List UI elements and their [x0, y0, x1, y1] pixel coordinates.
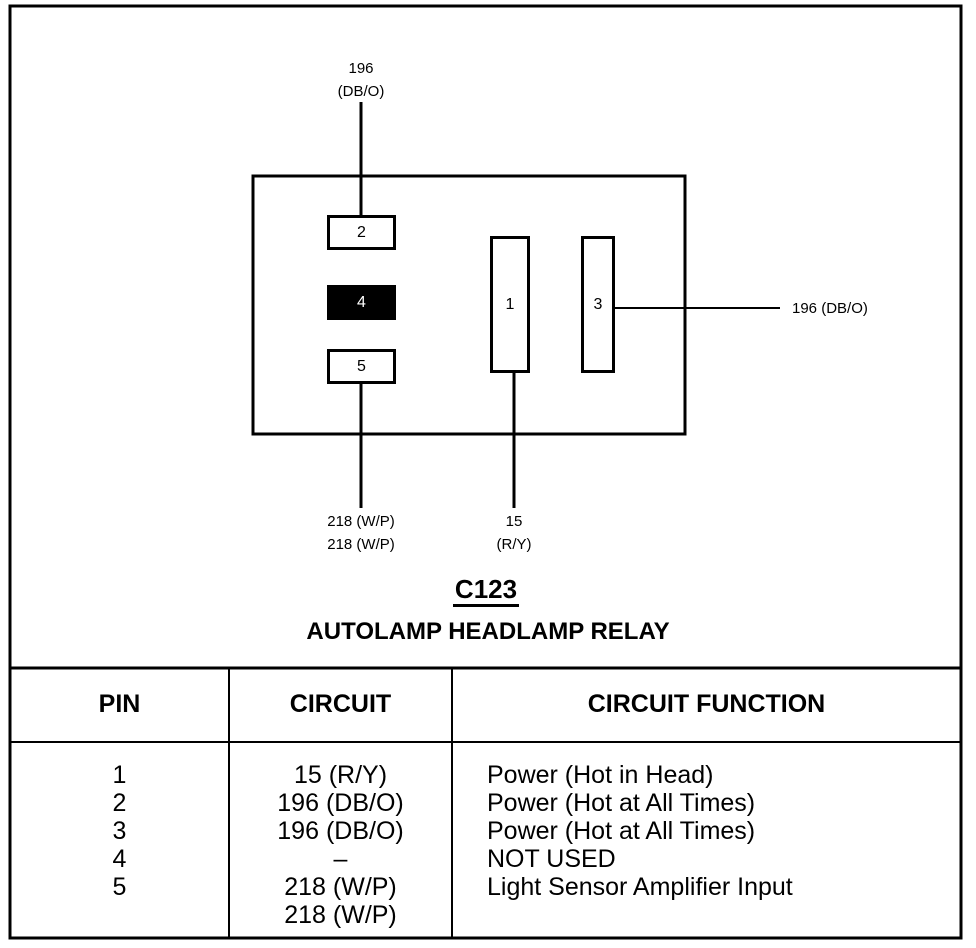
table-cell-pin: 1 — [112, 761, 127, 789]
table-cell-circuit: 196 (DB/O) — [277, 789, 404, 817]
outer-border — [8, 4, 963, 940]
connector-id: C123 — [436, 574, 536, 607]
wire-label-top: 196 (DB/O) — [321, 57, 401, 103]
table-cell-pin: 4 — [112, 845, 127, 873]
pin-1: 1 — [490, 236, 530, 373]
table-cell-function: NOT USED — [487, 845, 616, 873]
table-cell-circuit: 15 (R/Y) — [293, 761, 388, 789]
wire-label-bottom-mid: 15 (R/Y) — [474, 510, 554, 556]
pin-3-label: 3 — [593, 295, 603, 313]
table-cell-circuit: 218 (W/P) — [284, 901, 397, 929]
connector-name: AUTOLAMP HEADLAMP RELAY — [306, 618, 670, 645]
pin-5-label: 5 — [357, 357, 366, 375]
pin-2-label: 2 — [357, 223, 366, 241]
header-pin: PIN — [98, 690, 141, 718]
header-circuit-function: CIRCUIT FUNCTION — [587, 690, 826, 718]
pin-5: 5 — [327, 349, 396, 384]
table-cell-pin: 2 — [112, 789, 127, 817]
header-circuit: CIRCUIT — [289, 690, 392, 718]
table-cell-function: Power (Hot at All Times) — [487, 817, 756, 845]
table-cell-circuit: 218 (W/P) — [284, 873, 397, 901]
wire-label-right-text: 196 (DB/O) — [792, 300, 868, 317]
table-cell-function: Light Sensor Amplifier Input — [487, 873, 793, 901]
wire-label-bottom-mid-line2: (R/Y) — [496, 536, 532, 553]
connector-id-text: C123 — [452, 574, 520, 607]
pin-3: 3 — [581, 236, 615, 373]
wire-label-top-line1: 196 — [348, 60, 374, 77]
table-cell-circuit: – — [333, 845, 348, 873]
pin-2: 2 — [327, 215, 396, 250]
table-cell-function: Power (Hot in Head) — [487, 761, 714, 789]
wire-label-bottom-mid-line1: 15 — [505, 513, 523, 530]
table-cell-function: Power (Hot at All Times) — [487, 789, 756, 817]
wire-label-bottom-left-line2: 218 (W/P) — [327, 536, 395, 553]
wire-label-bottom-left: 218 (W/P) 218 (W/P) — [301, 510, 421, 556]
table-cell-pin: 3 — [112, 817, 127, 845]
connector-body — [251, 174, 687, 436]
pin-4: 4 — [327, 285, 396, 320]
wire-label-bottom-left-line1: 218 (W/P) — [327, 513, 395, 530]
circuit-column: 15 (R/Y) 196 (DB/O) 196 (DB/O) – 218 (W/… — [229, 761, 452, 929]
wire-label-top-line2: (DB/O) — [337, 83, 385, 100]
pin-4-label: 4 — [357, 293, 366, 311]
pin-1-label: 1 — [505, 295, 515, 313]
table-cell-pin: 5 — [112, 873, 127, 901]
table-cell-circuit: 196 (DB/O) — [277, 817, 404, 845]
wire-label-right: 196 (DB/O) — [792, 297, 868, 320]
function-column: Power (Hot in Head) Power (Hot at All Ti… — [487, 761, 957, 901]
pin-column: 1 2 3 4 5 — [10, 761, 229, 901]
